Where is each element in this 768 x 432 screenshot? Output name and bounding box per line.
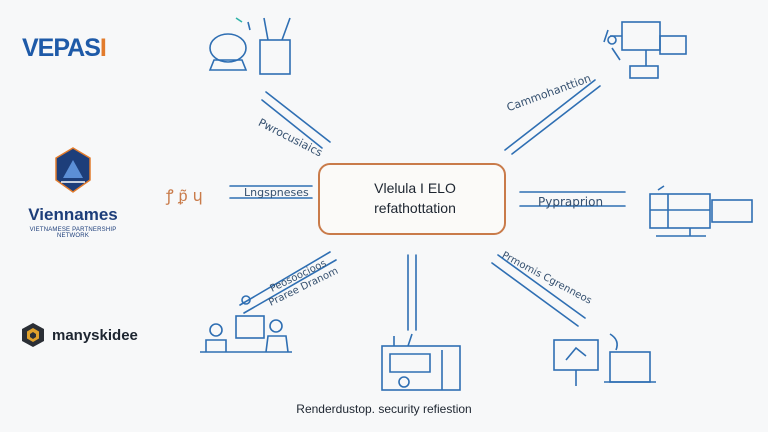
center-node	[318, 163, 506, 235]
connector-lower-right	[491, 254, 586, 327]
connector-bottom	[407, 254, 417, 331]
laptop-chart-sketch-icon	[553, 333, 656, 386]
network-screens-sketch-icon	[603, 21, 687, 79]
label-left: Lngspneses	[244, 186, 309, 199]
center-node-text: Vlelula I ELO refathottation	[360, 178, 470, 218]
connector-upper-right	[504, 79, 601, 155]
manyskidee-logo-name: manyskidee	[52, 326, 138, 344]
connector-lower-left	[239, 251, 337, 314]
center-node-line2: refathottation	[374, 200, 456, 216]
vepasi-logo-part2: I	[99, 34, 107, 62]
left-glyph: ꝭ ᵱ̃ ɥ	[166, 186, 203, 205]
team-laptop-sketch-icon	[208, 17, 291, 75]
monitor-people-sketch-icon	[381, 333, 461, 391]
vepasi-logo-part1: VEPAS	[22, 34, 101, 62]
manyskidee-logo: manyskidee	[20, 322, 138, 348]
connector-left	[229, 185, 313, 199]
people-laptops-sketch-icon	[200, 295, 292, 353]
center-node-line1: Vlelula I ELO	[374, 180, 456, 196]
label-right: Pypraprion	[538, 195, 604, 209]
shield-icon	[55, 147, 91, 193]
viennames-logo-tagline: VIETNAMESE PARTNERSHIP NETWORK	[29, 227, 117, 239]
viennames-logo-name: Viennames	[28, 205, 118, 224]
connector-upper-left	[261, 91, 331, 149]
connector-right	[519, 191, 626, 207]
vepasi-logo: VEPASI	[22, 34, 107, 63]
diagram-caption: Renderdustop. security refiestion	[296, 402, 472, 416]
cube-logo-icon	[22, 323, 44, 347]
workstation-sketch-icon	[649, 185, 753, 237]
viennames-logo: Viennames VIETNAMESE PARTNERSHIP NETWORK	[18, 146, 128, 239]
